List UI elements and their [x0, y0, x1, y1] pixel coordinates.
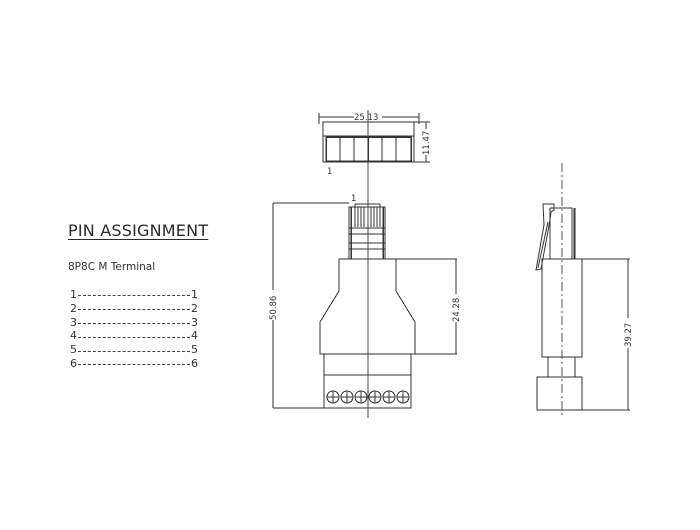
front-view [268, 202, 461, 409]
top-view [318, 110, 431, 418]
wire-line [78, 295, 190, 297]
top-height-dim: 11.47 [422, 131, 432, 155]
wire-line [78, 309, 190, 311]
latch [535, 203, 555, 271]
side-height-dim: 39.27 [624, 323, 634, 347]
screw-terminals [326, 390, 410, 404]
top-pin1-label: 1 [327, 167, 332, 177]
side-view [535, 163, 633, 417]
front-pin1-label: 1 [351, 194, 356, 204]
wire-line [78, 336, 190, 338]
wire-line [78, 364, 190, 366]
wire-line [78, 322, 190, 324]
wire-line [78, 350, 190, 352]
overall-height-dim: 50.86 [269, 296, 279, 320]
connector-type-label: 8P8C M Terminal [68, 261, 156, 273]
terminal-block [323, 353, 412, 409]
side-terminal-block [536, 376, 583, 411]
body-height-dim: 24.28 [452, 298, 462, 322]
top-width-dim: 25.13 [354, 113, 378, 123]
pin-assignment-title: PIN ASSIGNMENT [68, 221, 209, 240]
